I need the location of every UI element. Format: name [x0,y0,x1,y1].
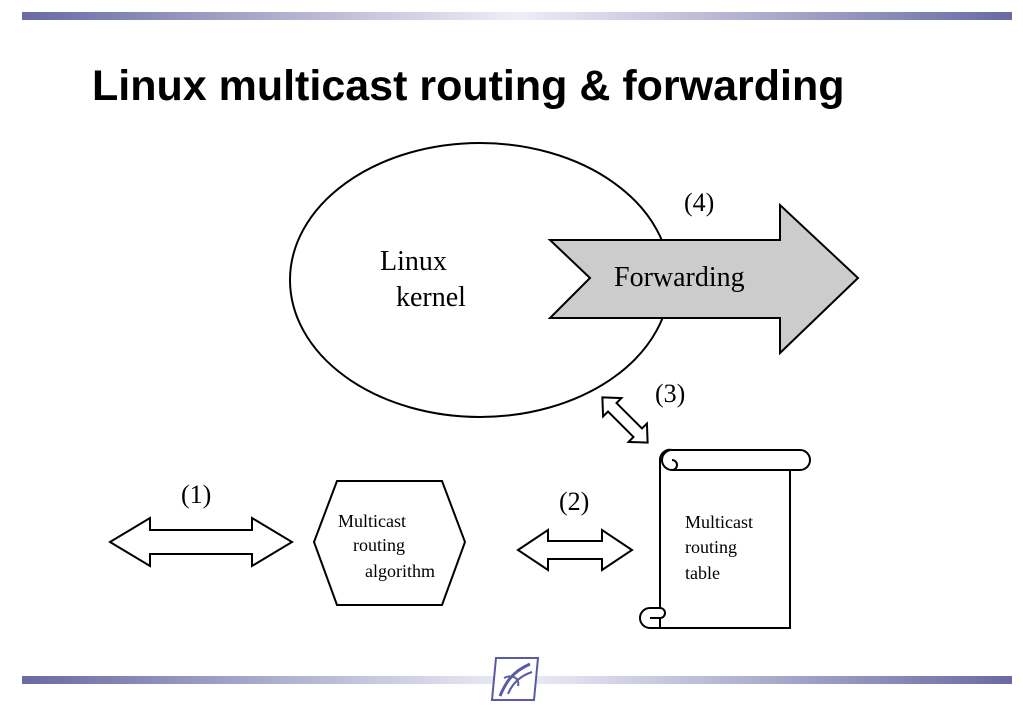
forwarding-label: Forwarding [614,262,745,293]
table-line3: table [685,563,720,583]
routing-table-scroll [639,448,811,629]
routing-algorithm-hexagon [312,480,467,606]
top-decorative-bar [22,12,1012,20]
kernel-label-line2: kernel [396,282,466,313]
algorithm-line3: algorithm [365,561,435,581]
label-4: (4) [684,188,714,217]
double-arrow-1 [108,516,294,568]
double-arrow-3 [601,396,649,444]
forwarding-arrow [547,202,860,356]
table-line2: routing [685,537,737,557]
table-line1: Multicast [685,512,753,532]
algorithm-line1: Multicast [338,511,406,531]
algorithm-line2: routing [353,535,405,555]
double-arrow-2 [516,528,634,572]
label-3: (3) [655,379,685,408]
label-1: (1) [181,480,211,509]
slide-title: Linux multicast routing & forwarding [92,62,845,110]
kernel-label-line1: Linux [380,246,447,277]
label-2: (2) [559,487,589,516]
institution-logo-icon [490,657,540,701]
